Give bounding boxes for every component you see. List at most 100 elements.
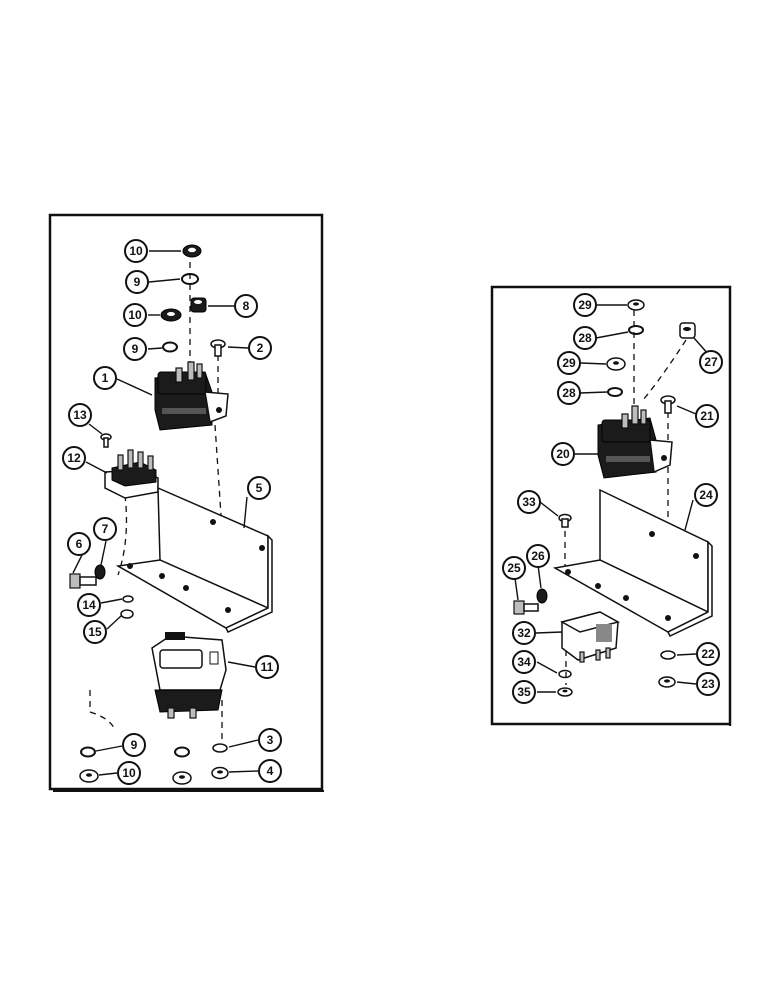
nut-27 <box>679 322 696 339</box>
callout-label: 12 <box>67 451 81 465</box>
nut-10-bottom <box>79 769 99 783</box>
callout-5: 5 <box>247 476 271 500</box>
callout-2: 2 <box>248 336 272 360</box>
callout-20: 20 <box>551 442 575 466</box>
callout-9-mid: 9 <box>123 337 147 361</box>
nut-29-mid <box>606 357 626 371</box>
nut-4 <box>211 766 229 780</box>
nut-8 <box>190 297 207 313</box>
lockwasher-9-top <box>181 273 199 285</box>
callout-3: 3 <box>258 728 282 752</box>
left-dash-lower <box>89 494 223 745</box>
screw-2 <box>210 339 226 357</box>
callout-21: 21 <box>695 404 719 428</box>
callout-label: 9 <box>132 342 139 356</box>
bolt-25 <box>513 600 539 615</box>
right-dash-27 <box>642 339 687 401</box>
callout-14: 14 <box>77 593 101 617</box>
washer-7 <box>94 564 106 580</box>
callout-label: 24 <box>699 488 713 502</box>
callout-27: 27 <box>699 350 723 374</box>
lockwasher-28-top <box>628 325 644 335</box>
callout-label: 9 <box>134 275 141 289</box>
callout-label: 29 <box>562 356 576 370</box>
left-leaders <box>72 250 259 776</box>
callout-label: 28 <box>578 331 592 345</box>
callout-label: 26 <box>531 549 545 563</box>
callout-4: 4 <box>258 759 282 783</box>
callout-label: 6 <box>76 537 83 551</box>
screw-21 <box>660 395 676 414</box>
callout-33: 33 <box>517 490 541 514</box>
callout-label: 35 <box>517 685 531 699</box>
callout-label: 15 <box>88 625 102 639</box>
callout-label: 2 <box>257 341 264 355</box>
callout-25: 25 <box>502 556 526 580</box>
callout-label: 10 <box>128 308 142 322</box>
callout-10-bottom: 10 <box>117 761 141 785</box>
callout-label: 22 <box>701 647 715 661</box>
nut-23 <box>658 676 676 688</box>
right-panel <box>490 285 732 726</box>
bolt-6 <box>69 573 97 589</box>
callout-8: 8 <box>234 294 258 318</box>
nut-10-mid <box>160 308 182 322</box>
callout-29-top: 29 <box>573 293 597 317</box>
callout-28-top: 28 <box>573 326 597 350</box>
callout-7: 7 <box>93 517 117 541</box>
nut-10-top <box>182 244 202 258</box>
callout-label: 27 <box>704 355 718 369</box>
callout-29-mid: 29 <box>557 351 581 375</box>
callout-label: 1 <box>102 371 109 385</box>
lockwasher-9-mid <box>162 341 178 353</box>
callout-26: 26 <box>526 544 550 568</box>
callout-9-top: 9 <box>125 270 149 294</box>
callout-23: 23 <box>696 672 720 696</box>
callout-9-bottom: 9 <box>122 733 146 757</box>
callout-label: 28 <box>562 386 576 400</box>
callout-label: 5 <box>256 481 263 495</box>
relay-12 <box>104 449 159 499</box>
callout-10-mid: 10 <box>123 303 147 327</box>
bracket-5 <box>115 486 273 633</box>
callout-12: 12 <box>62 446 86 470</box>
solenoid-11 <box>151 632 227 719</box>
left-dash-screw <box>214 355 229 621</box>
solenoid-1 <box>154 361 229 431</box>
callout-1: 1 <box>93 366 117 390</box>
callout-35: 35 <box>512 680 536 704</box>
callout-34: 34 <box>512 650 536 674</box>
callout-label: 32 <box>517 626 531 640</box>
lockwasher-14 <box>122 595 134 603</box>
bracket-24 <box>552 488 713 637</box>
callout-label: 33 <box>522 495 536 509</box>
callout-label: 21 <box>700 409 714 423</box>
callout-label: 20 <box>556 447 570 461</box>
callout-label: 25 <box>507 561 521 575</box>
lockwasher-34 <box>558 669 572 679</box>
nut-35 <box>557 687 573 697</box>
lockwasher-9-bottom <box>80 746 96 758</box>
callout-11: 11 <box>255 655 279 679</box>
callout-label: 8 <box>243 299 250 313</box>
callout-label: 23 <box>701 677 715 691</box>
callout-28-mid: 28 <box>557 381 581 405</box>
lockwasher-28-mid <box>607 387 623 397</box>
solenoid-20 <box>597 405 673 479</box>
callout-label: 34 <box>517 655 531 669</box>
nut-3 <box>212 743 228 753</box>
callout-32: 32 <box>512 621 536 645</box>
callout-6: 6 <box>67 532 91 556</box>
callout-label: 14 <box>82 598 96 612</box>
callout-label: 13 <box>73 408 87 422</box>
screw-33 <box>558 513 572 528</box>
callout-13: 13 <box>68 403 92 427</box>
callout-label: 4 <box>267 764 274 778</box>
callout-label: 3 <box>267 733 274 747</box>
callout-15: 15 <box>83 620 107 644</box>
callout-label: 9 <box>131 738 138 752</box>
screw-13 <box>100 433 112 448</box>
callout-label: 7 <box>102 522 109 536</box>
nut-29-top <box>627 299 645 311</box>
